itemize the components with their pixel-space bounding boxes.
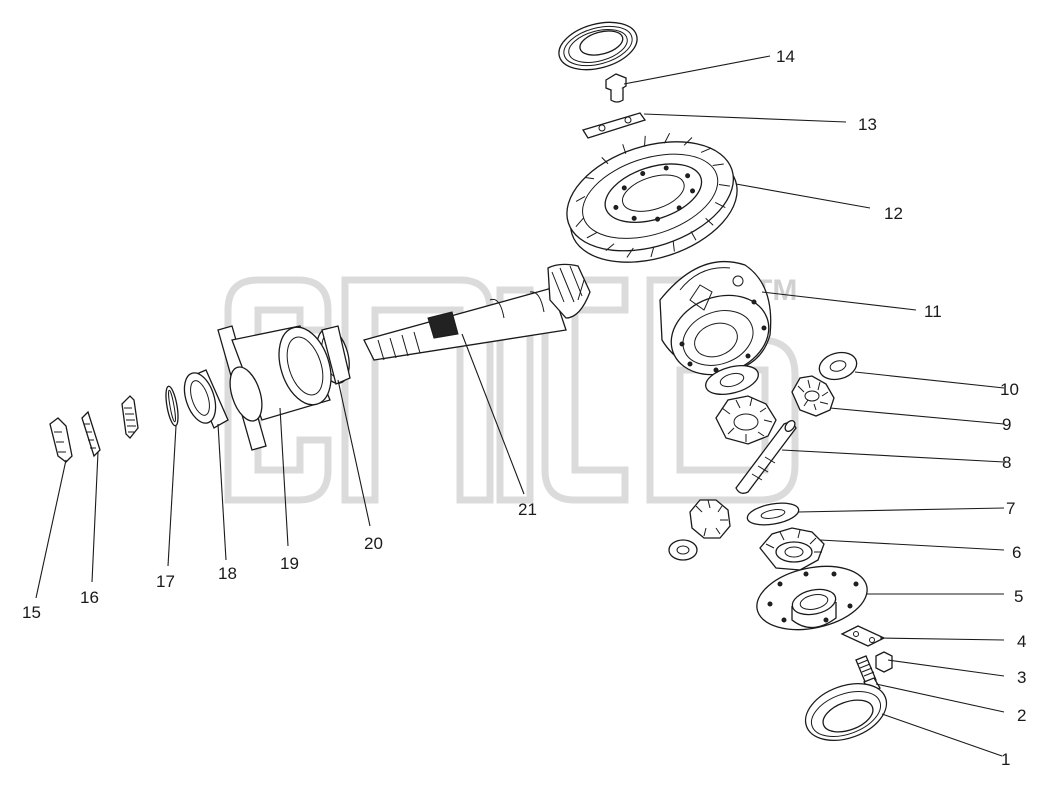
- side-gear-a: [715, 395, 777, 445]
- part-6-side-gear: [759, 527, 825, 571]
- part-7-thrust-washer: [746, 502, 800, 526]
- callout-20: 20: [364, 534, 383, 553]
- callout-11: 11: [924, 302, 942, 321]
- callout-12: 12: [884, 204, 903, 223]
- callout-15: 15: [22, 603, 41, 622]
- part-8-cross-shaft: [735, 420, 797, 494]
- side-pinion-b: [668, 499, 731, 561]
- callout-14: 14: [776, 47, 795, 66]
- callout-16: 16: [80, 588, 99, 607]
- part-10-thrust-washer: [818, 351, 858, 381]
- callout-19: 19: [280, 554, 299, 573]
- callout-7: 7: [1006, 499, 1015, 518]
- callout-21: 21: [518, 500, 537, 519]
- callout-8: 8: [1002, 453, 1011, 472]
- callout-6: 6: [1012, 543, 1021, 562]
- part-12-ring-gear: [566, 132, 738, 263]
- callout-9: 9: [1002, 415, 1011, 434]
- part-18-collar: [183, 369, 229, 429]
- leader-lines: [35, 55, 1005, 757]
- part-5-case-half: [756, 565, 868, 631]
- part-14-bearing-and-bolt: [558, 21, 638, 103]
- part-15-nut: [49, 417, 73, 463]
- callout-13: 13: [858, 115, 877, 134]
- callout-2: 2: [1017, 706, 1026, 725]
- callout-1: 1: [1001, 750, 1010, 769]
- part-21-pinion-shaft: [363, 263, 591, 361]
- callout-5: 5: [1014, 587, 1023, 606]
- callout-10: 10: [1000, 380, 1019, 399]
- part-1-bearing: [804, 683, 888, 741]
- part-4-lock-plate: [840, 625, 886, 647]
- callout-labels: 1 2 3 4 5 6 7 8 9 10 11 12 13 14 15 16 1…: [22, 47, 1026, 769]
- callout-17: 17: [156, 572, 175, 591]
- part-19-pinion-housing: [217, 325, 332, 451]
- part-3-bolt: [875, 651, 893, 673]
- callout-4: 4: [1017, 632, 1026, 651]
- washer-a: [705, 364, 759, 396]
- part-20-bearing: [316, 325, 351, 385]
- part-9-side-pinion: [791, 375, 835, 417]
- callout-3: 3: [1017, 668, 1026, 687]
- part-16-lock-washer: [81, 410, 101, 458]
- part-11-differential-case: [659, 261, 772, 376]
- part-13-lock-plate: [581, 112, 647, 139]
- callout-18: 18: [218, 564, 237, 583]
- small-gear: [121, 395, 139, 439]
- part-17-snap-ring: [165, 385, 179, 427]
